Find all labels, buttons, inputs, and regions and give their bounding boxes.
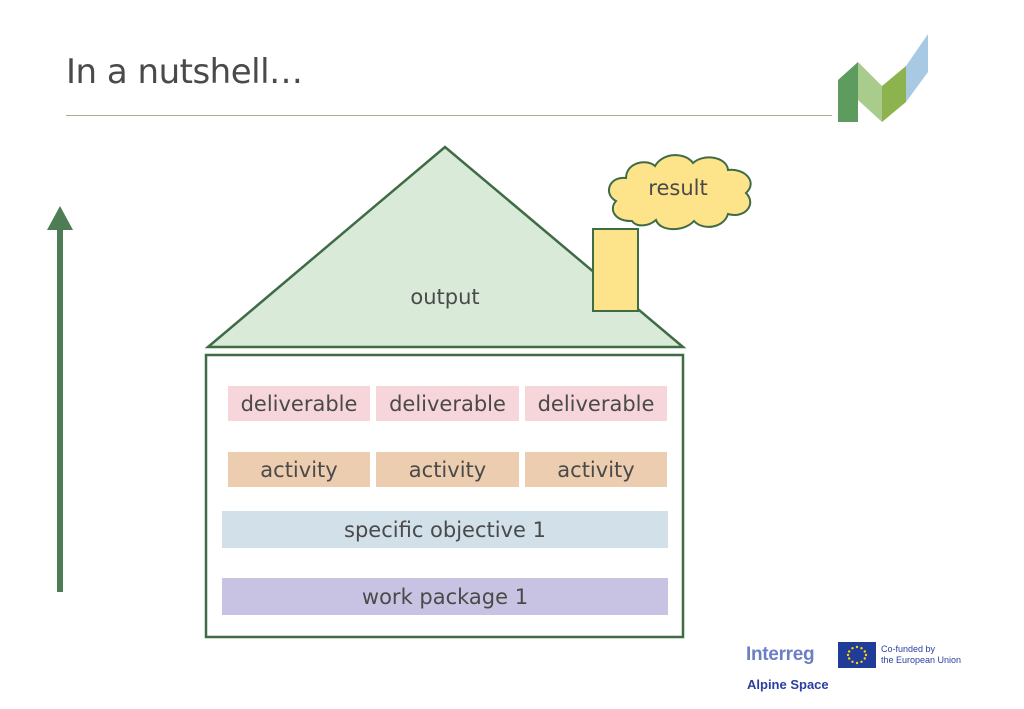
- result-label: result: [648, 176, 708, 200]
- progress-arrow-head: [47, 206, 73, 230]
- eu-cofunded-text: Co-funded by the European Union: [881, 644, 961, 666]
- specific-objective-box: specific objective 1: [222, 511, 668, 548]
- deliverable-box-1: deliverable: [226, 384, 372, 423]
- eu-cofunded-line2: the European Union: [881, 655, 962, 665]
- activity-box-1: activity: [226, 450, 372, 489]
- deliverable-box-2: deliverable: [374, 384, 521, 423]
- roof: [204, 145, 687, 349]
- logo-bar-3: [882, 66, 906, 122]
- eu-stars-icon: [846, 645, 868, 665]
- activity-box-2: activity: [374, 450, 521, 489]
- chimney-front: [592, 228, 639, 312]
- eu-flag-icon: [838, 642, 876, 668]
- alpine-space-logo-mark: [838, 34, 928, 122]
- interreg-logo-text: Interreg: [746, 644, 815, 665]
- logo-bar-1: [838, 62, 858, 122]
- slide-title: In a nutshell…: [66, 52, 303, 92]
- logo-bar-4: [906, 34, 928, 102]
- title-divider: [66, 115, 832, 116]
- output-label: output: [410, 285, 480, 309]
- work-package-box: work package 1: [222, 578, 668, 615]
- deliverable-box-3: deliverable: [523, 384, 669, 423]
- activity-box-3: activity: [523, 450, 669, 489]
- eu-cofunded-line1: Co-funded by: [881, 644, 936, 654]
- alpine-space-logo-text: Alpine Space: [747, 677, 829, 692]
- result-cloud: [607, 154, 752, 231]
- logo-bar-2: [858, 62, 882, 122]
